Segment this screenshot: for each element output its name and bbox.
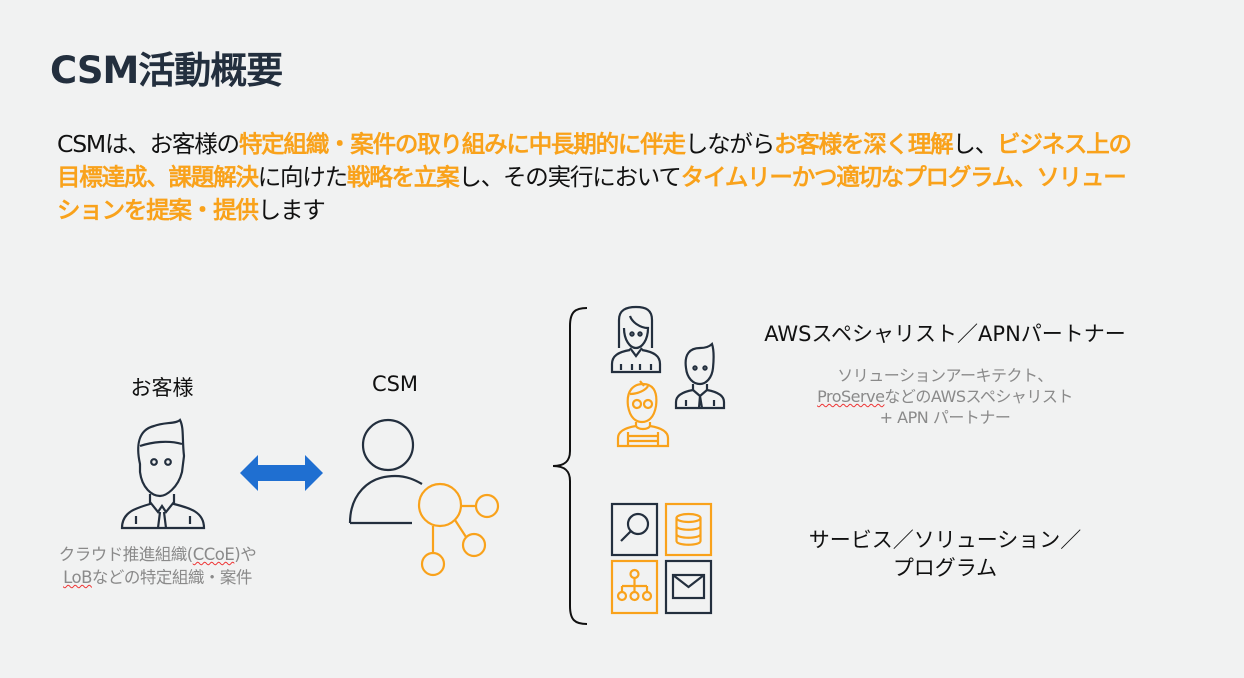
specialists-desc-text: + APN パートナー xyxy=(879,408,1011,427)
summary-segment: し、 xyxy=(952,130,998,158)
summary-highlight: ビジネス上の目標達成、課題解決 xyxy=(57,130,1132,191)
engineer-specialist-icon xyxy=(616,380,670,448)
summary-highlight: 戦略を立案 xyxy=(346,163,460,191)
services-label-line: プログラム xyxy=(892,556,998,580)
woman-specialist-icon xyxy=(610,305,662,374)
summary-highlight: お客様を深く理解 xyxy=(774,130,954,158)
csm-label: CSM xyxy=(371,372,419,396)
customer-label: お客様 xyxy=(130,376,194,400)
customer-desc-text: )や xyxy=(234,545,257,564)
hierarchy-service-icon xyxy=(610,559,659,615)
summary-segment: します xyxy=(257,196,326,224)
customer-desc-text: クラウド推進組織( xyxy=(58,545,193,564)
customer-desc-text: LoB xyxy=(63,568,92,587)
specialists-desc-text: などのAWSスペシャリスト xyxy=(884,387,1073,406)
summary-segment: し、その実行において xyxy=(458,163,681,191)
curly-brace xyxy=(552,307,588,625)
summary-segment: CSMは、お客様の xyxy=(57,130,240,158)
services-label: サービス／ソリューション／ プログラム xyxy=(790,526,1100,582)
specialists-desc-text: ProServe xyxy=(817,387,885,406)
customer-person-icon xyxy=(120,418,206,530)
summary-highlight: 特定組織・案件の取り組みに中長期的に伴走 xyxy=(238,130,686,158)
slide-summary-text: CSMは、お客様の特定組織・案件の取り組みに中長期的に伴走しながらお客様を深く理… xyxy=(57,128,1142,227)
customer-desc-text: CCoE xyxy=(192,545,235,564)
csm-network-person-icon xyxy=(348,418,500,577)
mail-service-icon xyxy=(664,559,713,615)
services-label-line: サービス／ソリューション／ xyxy=(808,528,1082,552)
specialists-desc-text: ソリューションアーキテクト、 xyxy=(837,366,1053,385)
man-specialist-icon xyxy=(674,341,726,410)
specialists-description: ソリューションアーキテクト、 ProServeなどのAWSスペシャリスト + A… xyxy=(790,365,1100,428)
search-service-icon xyxy=(610,502,659,557)
bidirectional-arrow-icon xyxy=(240,455,323,491)
summary-segment: しながら xyxy=(684,130,775,158)
slide-title: CSM活動概要 xyxy=(50,49,283,92)
summary-segment: に向けた xyxy=(257,163,348,191)
customer-description: クラウド推進組織(CCoE)や LoBなどの特定組織・案件 xyxy=(40,543,275,589)
specialists-label: AWSスペシャリスト／APNパートナー xyxy=(764,322,1126,346)
summary-highlight: タイムリーかつ適切なプログラム、ソリューションを提案・提供 xyxy=(57,163,1127,224)
database-service-icon xyxy=(664,502,713,557)
customer-desc-text: などの特定組織・案件 xyxy=(91,568,253,587)
